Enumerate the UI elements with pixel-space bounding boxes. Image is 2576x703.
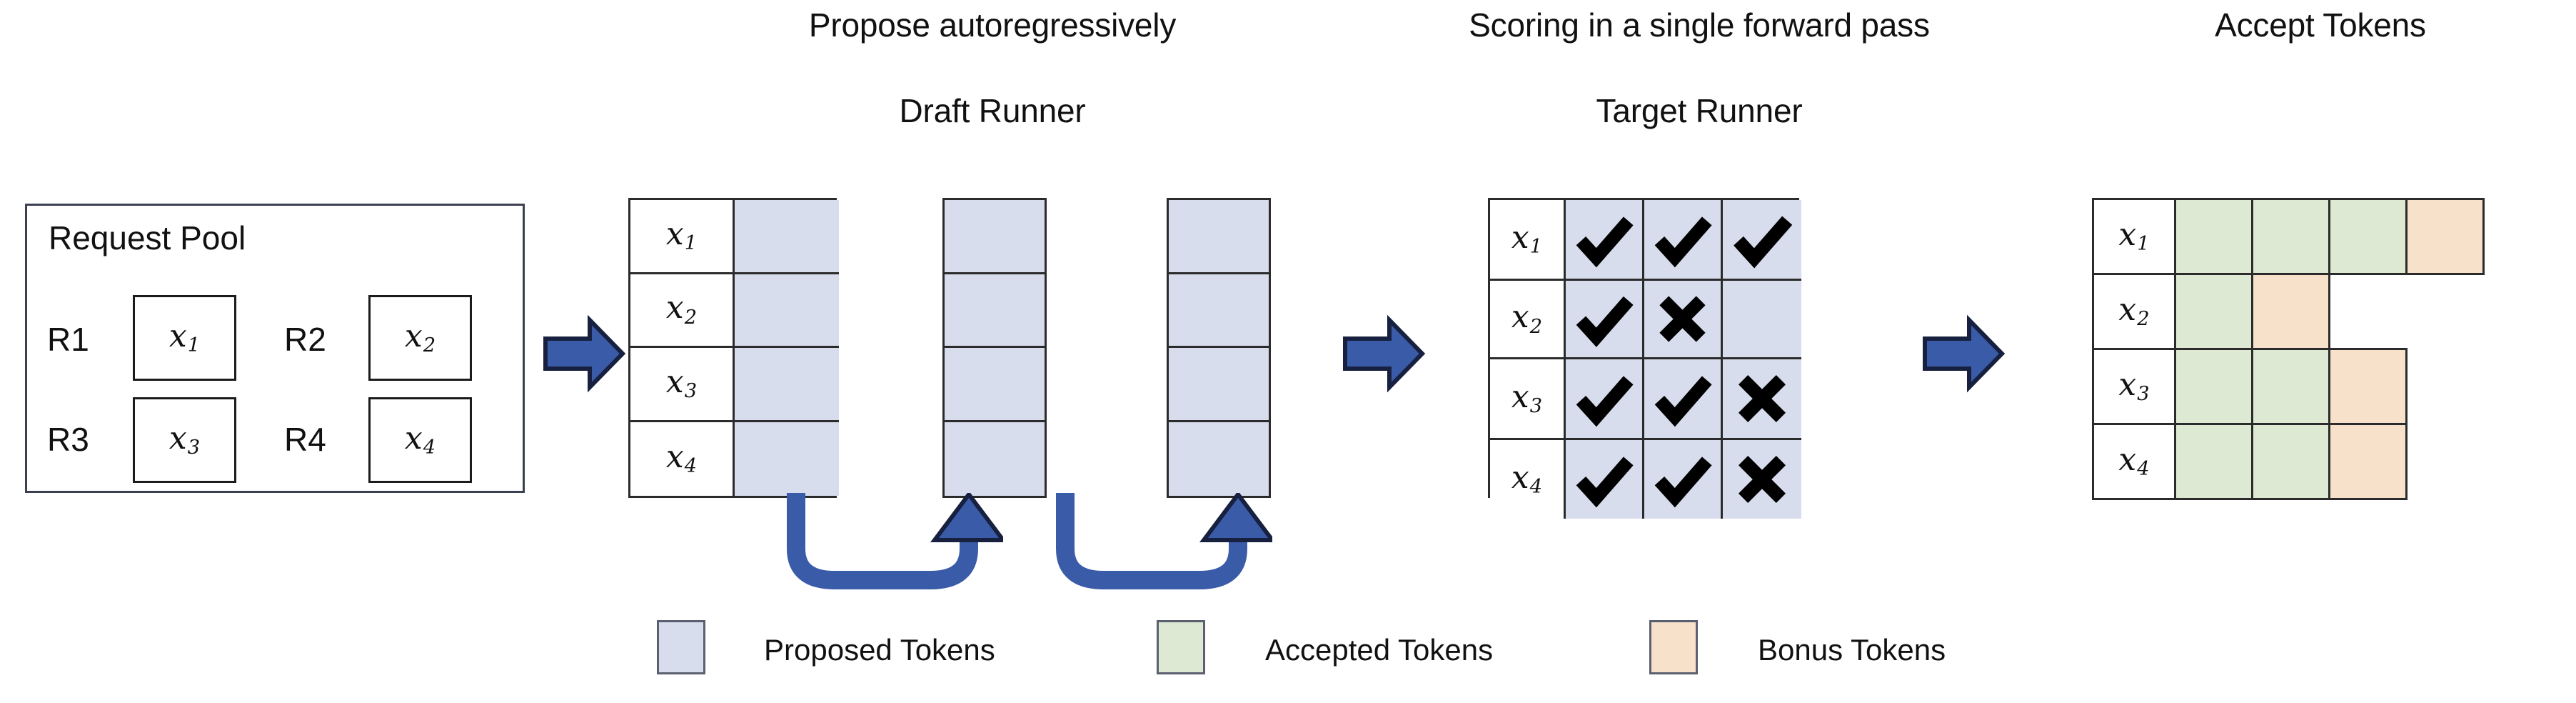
legend-label-accepted: Accepted Tokens: [1265, 633, 1494, 667]
draft-runner-step-3-grid: [1167, 198, 1271, 498]
draft-cell-s2-r1: [945, 200, 1045, 274]
draft-cell-s1-r1: [735, 200, 839, 274]
check-icon: [1654, 216, 1712, 268]
request-label-r4: R4: [284, 421, 326, 458]
heading-target-runner: Target Runner: [1596, 92, 1803, 129]
autoregressive-loop-arrow-2: [1044, 493, 1272, 600]
draft-cell-s3-r4: [1169, 422, 1269, 496]
request-token-r3: x3: [168, 419, 201, 459]
target-cell-r4-c3: [1723, 440, 1801, 519]
accept-cell-r3-c3-bonus: [2328, 348, 2408, 425]
draft-row-label-x4: x4: [630, 422, 735, 496]
accept-cell-r4-c2: [2251, 423, 2330, 500]
draft-row-label-x3: x3: [630, 348, 735, 422]
draft-cell-s3-r1: [1169, 200, 1269, 274]
legend: Proposed Tokens Accepted Tokens Bonus To…: [657, 616, 2228, 687]
request-token-r4: x4: [404, 419, 436, 459]
target-cell-r4-c2: [1644, 440, 1723, 519]
request-token-box-r1: x1: [133, 295, 236, 381]
target-row-label-x2: x2: [1490, 281, 1566, 359]
accept-row-label-x1: x1: [2092, 198, 2176, 275]
draft-cell-s3-r2: [1169, 274, 1269, 348]
accept-cell-r3-c2: [2251, 348, 2330, 425]
target-row-label-x3: x3: [1490, 359, 1566, 440]
target-row-label-x1: x1: [1490, 200, 1566, 281]
request-pool-title: Request Pool: [49, 219, 246, 256]
cross-icon: [1659, 296, 1706, 342]
target-cell-r1-c3: [1723, 200, 1801, 281]
accept-cell-r1-c1: [2174, 198, 2253, 275]
heading-propose: Propose autoregressively: [808, 6, 1177, 44]
draft-runner-step-2-grid: [942, 198, 1047, 498]
draft-cell-s2-r4: [945, 422, 1045, 496]
request-pool-box: Request Pool R1 x1 R2 x2 R3 x3 R4 x4: [25, 204, 525, 493]
request-label-r3: R3: [47, 421, 89, 458]
request-token-box-r3: x3: [133, 397, 236, 483]
accept-tokens-grid: x1 x2 x3 x4: [2092, 198, 2563, 500]
accept-cell-r2-c2-bonus: [2251, 273, 2330, 350]
autoregressive-loop-arrow-1: [775, 493, 1003, 600]
target-cell-r3-c2: [1644, 359, 1723, 440]
stage-arrow-1: [541, 314, 627, 393]
stage-arrow-3: [1921, 314, 2006, 393]
draft-row-label-x2: x2: [630, 274, 735, 348]
target-cell-r1-c2: [1644, 200, 1723, 281]
draft-row-label-x1: x1: [630, 200, 735, 274]
check-icon: [1654, 376, 1712, 427]
draft-cell-s3-r3: [1169, 348, 1269, 422]
accept-cell-r3-c1: [2174, 348, 2253, 425]
request-token-r2: x2: [404, 317, 436, 357]
check-icon: [1734, 216, 1793, 269]
target-runner-grid: x1 x2 x3 x4: [1488, 198, 1801, 519]
draft-cell-s2-r3: [945, 348, 1045, 422]
draft-cell-s1-r3: [735, 348, 839, 422]
target-row-label-x4: x4: [1490, 440, 1566, 519]
target-cell-r2-c1: [1566, 281, 1644, 359]
heading-accept-tokens: Accept Tokens: [2215, 6, 2426, 44]
legend-label-proposed: Proposed Tokens: [764, 633, 995, 667]
legend-swatch-bonus: [1649, 620, 1698, 674]
request-token-box-r4: x4: [368, 397, 472, 483]
check-icon: [1576, 457, 1634, 508]
request-token-r1: x1: [168, 317, 201, 357]
accept-row-label-x4: x4: [2092, 423, 2176, 500]
heading-scoring: Scoring in a single forward pass: [1469, 6, 1930, 44]
legend-swatch-accepted: [1157, 620, 1205, 674]
check-icon: [1576, 296, 1634, 347]
accept-cell-r2-c1: [2174, 273, 2253, 350]
target-cell-r4-c1: [1566, 440, 1644, 519]
legend-label-bonus: Bonus Tokens: [1758, 633, 1946, 667]
check-icon: [1576, 216, 1634, 268]
heading-draft-runner: Draft Runner: [899, 92, 1086, 129]
accept-cell-r1-c4-bonus: [2405, 198, 2485, 275]
accept-cell-r4-c1: [2174, 423, 2253, 500]
accept-cell-r1-c3: [2328, 198, 2408, 275]
target-cell-r1-c1: [1566, 200, 1644, 281]
accept-row-label-x2: x2: [2092, 273, 2176, 350]
check-icon: [1654, 457, 1712, 508]
target-cell-r3-c1: [1566, 359, 1644, 440]
cross-icon: [1738, 455, 1786, 504]
stage-arrow-2: [1341, 314, 1427, 393]
accept-cell-r1-c2: [2251, 198, 2330, 275]
draft-runner-step-1-grid: x1 x2 x3 x4: [628, 198, 839, 498]
check-icon: [1576, 376, 1634, 427]
draft-cell-s1-r2: [735, 274, 839, 348]
legend-swatch-proposed: [657, 620, 705, 674]
draft-cell-s1-r4: [735, 422, 839, 496]
request-label-r2: R2: [284, 321, 326, 358]
target-cell-r2-c2: [1644, 281, 1723, 359]
target-cell-r3-c3: [1723, 359, 1801, 440]
cross-icon: [1738, 374, 1786, 423]
target-cell-r2-c3: [1723, 281, 1801, 359]
draft-cell-s2-r2: [945, 274, 1045, 348]
request-token-box-r2: x2: [368, 295, 472, 381]
request-label-r1: R1: [47, 321, 89, 358]
accept-cell-r4-c3-bonus: [2328, 423, 2408, 500]
accept-row-label-x3: x3: [2092, 348, 2176, 425]
